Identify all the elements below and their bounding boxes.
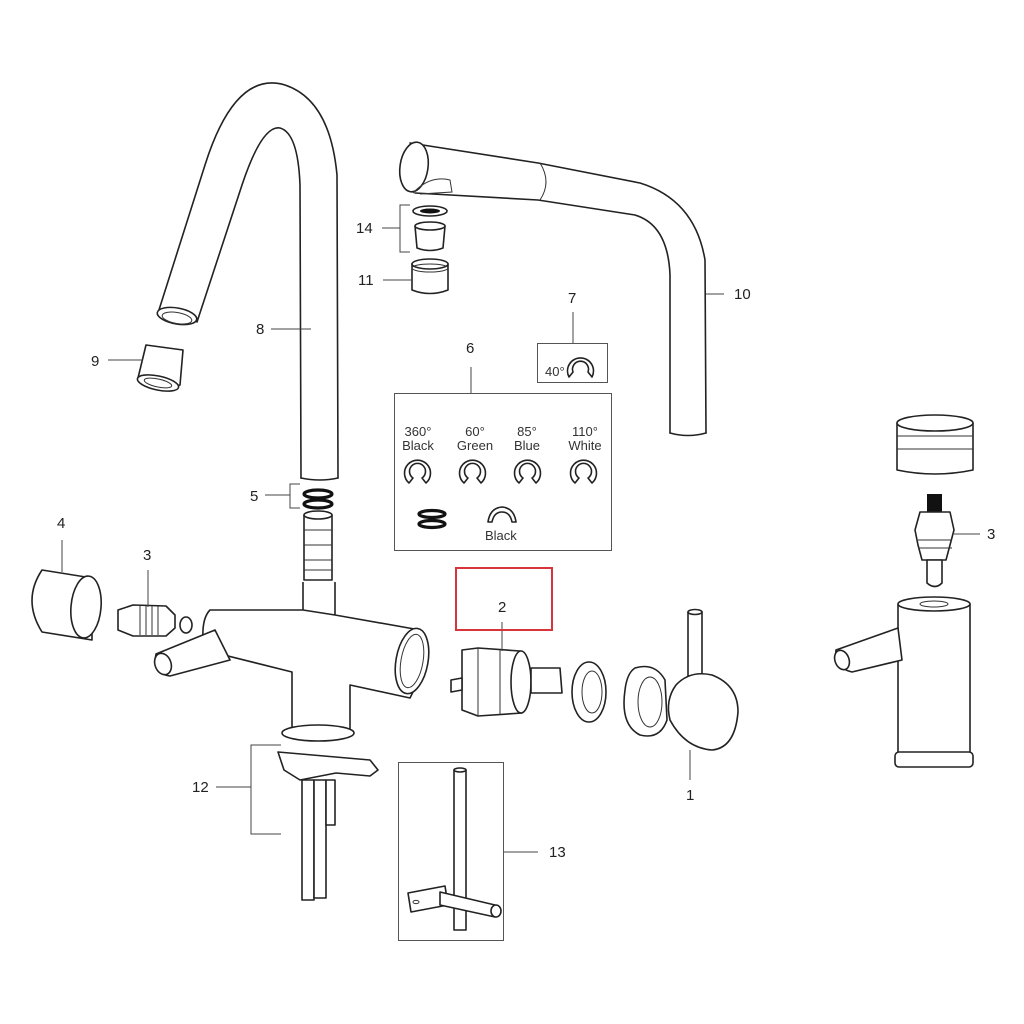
headpart-3-left — [117, 604, 193, 637]
clip-color: Blue — [513, 438, 541, 454]
callout-13[interactable]: 13 — [549, 844, 566, 861]
side-tap-cap — [896, 414, 974, 475]
callout-14[interactable]: 14 — [356, 220, 373, 237]
leader-lines — [61, 204, 980, 853]
callout-3-left[interactable]: 3 — [143, 547, 152, 564]
clip-7-angle: 40° — [545, 364, 565, 379]
o-rings-5 — [302, 488, 334, 510]
clip-angle: 360° — [404, 424, 432, 439]
aerator-11 — [411, 258, 449, 295]
rod-panel-13 — [398, 762, 504, 941]
headpart-3-right — [914, 494, 955, 588]
clip-panel-7 — [537, 343, 608, 383]
swivel-adapter — [303, 510, 333, 581]
aerator-9 — [136, 344, 184, 392]
side-tap-body — [833, 596, 974, 768]
callout-10[interactable]: 10 — [734, 286, 751, 303]
lever-handle-1 — [667, 608, 739, 751]
callout-3-right[interactable]: 3 — [987, 526, 996, 543]
callout-2[interactable]: 2 — [498, 599, 507, 616]
l-spout — [398, 141, 707, 437]
handle-cap-4 — [31, 569, 102, 641]
clip-label-blue: 85° Blue — [508, 424, 546, 454]
callout-9[interactable]: 9 — [91, 353, 100, 370]
escutcheon — [623, 665, 668, 737]
mounting-rod-13 — [407, 767, 502, 931]
aerator-insert-14 — [412, 205, 448, 252]
clip-angle: 110° — [572, 424, 598, 439]
callout-7[interactable]: 7 — [568, 290, 577, 307]
callout-1[interactable]: 1 — [686, 787, 695, 804]
clip-label-green: 60° Green — [453, 424, 497, 454]
callout-4[interactable]: 4 — [57, 515, 66, 532]
clip-color: White — [568, 438, 602, 454]
gooseneck-spout — [156, 82, 339, 481]
clip-color: Green — [456, 438, 494, 454]
callout-11[interactable]: 11 — [358, 272, 374, 289]
clip-label-black: 360° Black — [398, 424, 438, 454]
callout-5[interactable]: 5 — [250, 488, 259, 505]
clip-icons — [403, 357, 598, 530]
highlight-box-part-2[interactable] — [455, 567, 553, 631]
clip-label-white: 110° White — [563, 424, 607, 454]
clip-panel-6 — [394, 393, 612, 551]
clip-angle: 85° — [517, 424, 537, 439]
bottom-clip-label: Black — [485, 528, 517, 543]
nut — [571, 661, 607, 723]
clip-angle: 60° — [465, 424, 485, 439]
callout-12[interactable]: 12 — [192, 779, 209, 796]
callout-8[interactable]: 8 — [256, 321, 265, 338]
cartridge-2 — [450, 647, 563, 717]
callout-6[interactable]: 6 — [466, 340, 475, 357]
clip-color: Black — [402, 438, 434, 454]
mounting-base-12 — [277, 751, 379, 901]
main-body — [153, 582, 430, 742]
